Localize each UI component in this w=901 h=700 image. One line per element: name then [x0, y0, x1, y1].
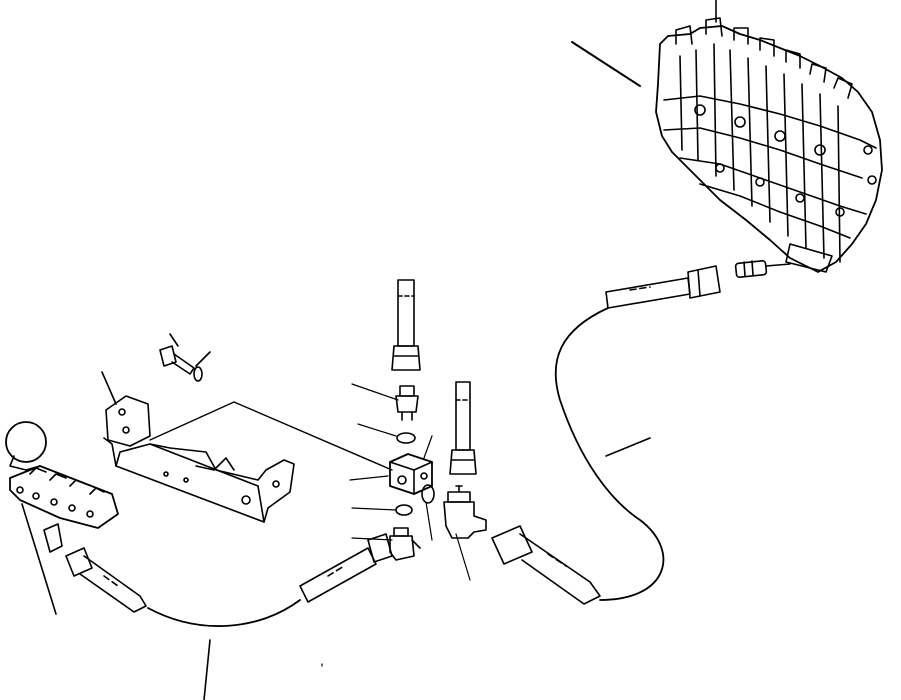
valve-port-fitting: [734, 259, 791, 279]
connector: [395, 385, 419, 421]
main-control-valve: [571, 0, 883, 273]
mounting-bracket: [101, 371, 295, 523]
washer: [193, 351, 211, 382]
hose-right: [491, 265, 721, 605]
elbow-fitting: [389, 527, 421, 561]
ppc-valve-with-accumulator: [5, 421, 119, 615]
tube-middle: [449, 381, 477, 475]
hose-left: [65, 533, 393, 700]
leader-lines: [321, 383, 471, 667]
tee-fitting: [443, 485, 487, 539]
bolt: [159, 333, 195, 375]
block-fitting: [389, 453, 433, 495]
tube-upper: [391, 279, 421, 371]
